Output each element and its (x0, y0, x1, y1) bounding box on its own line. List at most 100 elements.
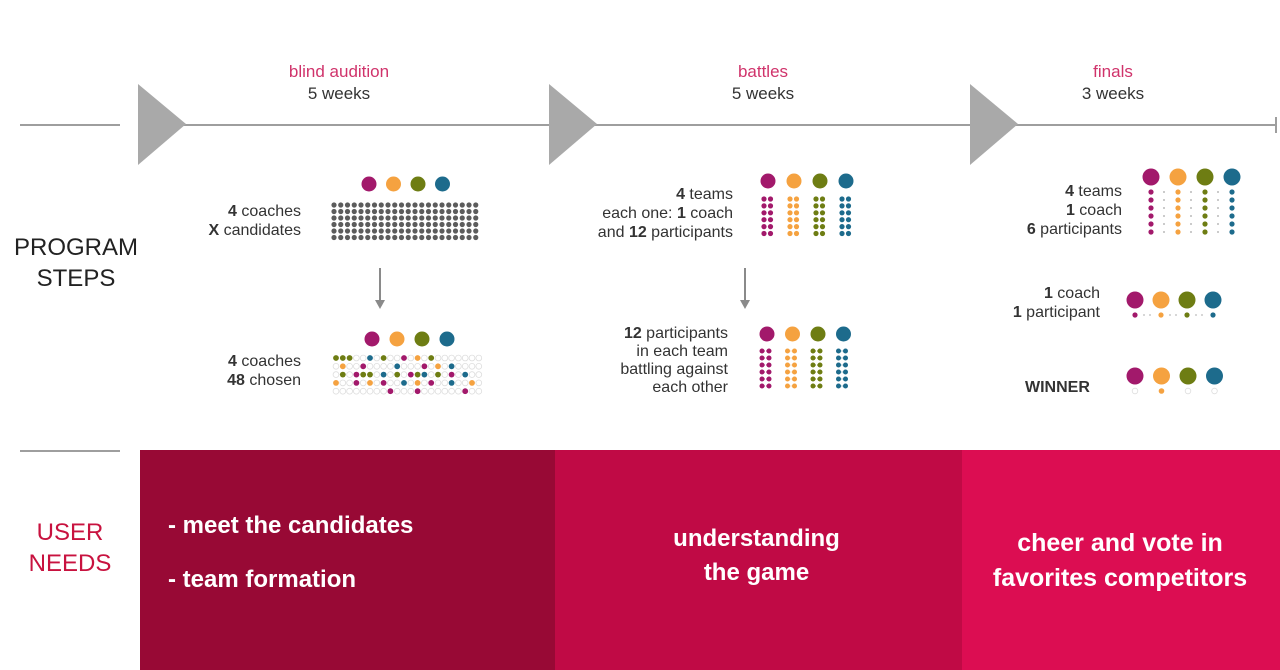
coach-dot (786, 173, 802, 189)
participant-dot (813, 196, 819, 202)
empty-dot (353, 387, 360, 395)
candidate-dot (331, 208, 337, 215)
separator-dot (1217, 199, 1219, 201)
participant-dot (792, 383, 797, 389)
chosen-dot (367, 355, 373, 361)
candidate-dot (344, 215, 351, 221)
candidate-dot (439, 202, 445, 208)
finalist-dot (1148, 229, 1154, 235)
empty-dot (373, 354, 381, 362)
candidate-dot (446, 208, 452, 215)
empty-dot (1211, 387, 1218, 395)
empty-dot (387, 362, 394, 370)
coach-dot (810, 326, 826, 342)
candidate-dot (425, 208, 432, 215)
candidate-dot (351, 202, 357, 208)
participant-dot (819, 210, 826, 216)
user-label-line1: USER (36, 519, 104, 546)
participant-dot (819, 217, 826, 223)
participant-dot (845, 217, 852, 223)
finalist-dot (1202, 229, 1208, 235)
stage-name: blind audition (288, 62, 390, 81)
empty-dot (468, 371, 476, 378)
candidate-dot (432, 221, 438, 228)
finalist-dot (1229, 213, 1235, 219)
separator-dot (1190, 199, 1192, 201)
empty-dot (393, 379, 401, 387)
participant-dot (845, 203, 852, 209)
empty-dot (353, 354, 360, 362)
participant-dot (792, 355, 797, 361)
empty-dot (414, 362, 421, 370)
candidate-dot (385, 208, 391, 215)
participant-dot (845, 224, 852, 230)
dot-groups (331, 168, 1241, 395)
candidate-dot (365, 215, 371, 221)
candidate-dot (385, 221, 391, 228)
down-arrow-battles-head (740, 300, 750, 309)
blind-audition-bottom-info: 4 coaches 48 chosen (227, 353, 301, 389)
coach-dot (1126, 291, 1144, 309)
candidate-dot (371, 208, 378, 215)
participant-dot (792, 376, 797, 382)
empty-dot (387, 371, 394, 378)
candidate-dot (459, 221, 465, 228)
candidate-dot (452, 221, 459, 228)
candidate-dot (473, 215, 479, 221)
finalist-dot (1202, 189, 1208, 195)
candidate-dot (446, 202, 452, 208)
chosen-dot (401, 380, 407, 386)
separator-dot (1190, 215, 1192, 217)
finalist-dot (1202, 197, 1208, 203)
finalist-dot (1132, 312, 1138, 318)
participant-dot (810, 376, 816, 382)
finalist-dot (1202, 221, 1208, 227)
finalist-dot (1175, 221, 1181, 227)
stage-duration: 5 weeks (731, 84, 795, 103)
candidate-dot (405, 234, 411, 241)
candidate-dot (473, 234, 479, 241)
candidate-dot (419, 234, 425, 241)
empty-dot (339, 387, 347, 395)
participant-dot (759, 362, 765, 368)
empty-dot (1184, 387, 1192, 395)
empty-dot (380, 362, 387, 370)
chosen-dot (360, 371, 367, 378)
candidate-dot (371, 228, 378, 234)
participant-dot (761, 210, 767, 216)
finalist-dot (1175, 205, 1181, 211)
candidate-dot (385, 228, 391, 234)
participant-dot (787, 230, 793, 237)
participant-dot (785, 348, 790, 354)
coach-dot (1153, 367, 1170, 385)
candidate-dot (398, 215, 405, 221)
candidate-dot (331, 202, 337, 208)
participant-dot (839, 230, 845, 237)
empty-dot (421, 387, 428, 395)
candidate-dot (378, 215, 384, 221)
candidate-dot (338, 221, 344, 228)
separator-dot (1163, 231, 1165, 233)
participant-dot (785, 362, 790, 368)
participant-dot (839, 203, 845, 209)
participant-dot (793, 217, 800, 223)
finalist-dot (1202, 213, 1208, 219)
separator-dot (1149, 314, 1151, 316)
coach-dot (1152, 291, 1170, 309)
finalist-dot (1229, 189, 1235, 195)
empty-dot (461, 379, 469, 387)
candidate-dot (473, 228, 479, 234)
candidate-dot (371, 215, 378, 221)
empty-dot (353, 362, 360, 370)
empty-dot (441, 387, 449, 395)
down-arrow-blind-audition-head (375, 300, 385, 309)
finalist-dot (1148, 197, 1154, 203)
chosen-dot (421, 371, 428, 378)
stage-title-battles: battles 5 weeks (663, 61, 863, 105)
chosen-dot (421, 363, 428, 370)
chosen-dot (428, 380, 435, 386)
arrow-battles (549, 84, 597, 165)
candidate-dot (446, 215, 452, 221)
empty-dot (475, 362, 483, 370)
